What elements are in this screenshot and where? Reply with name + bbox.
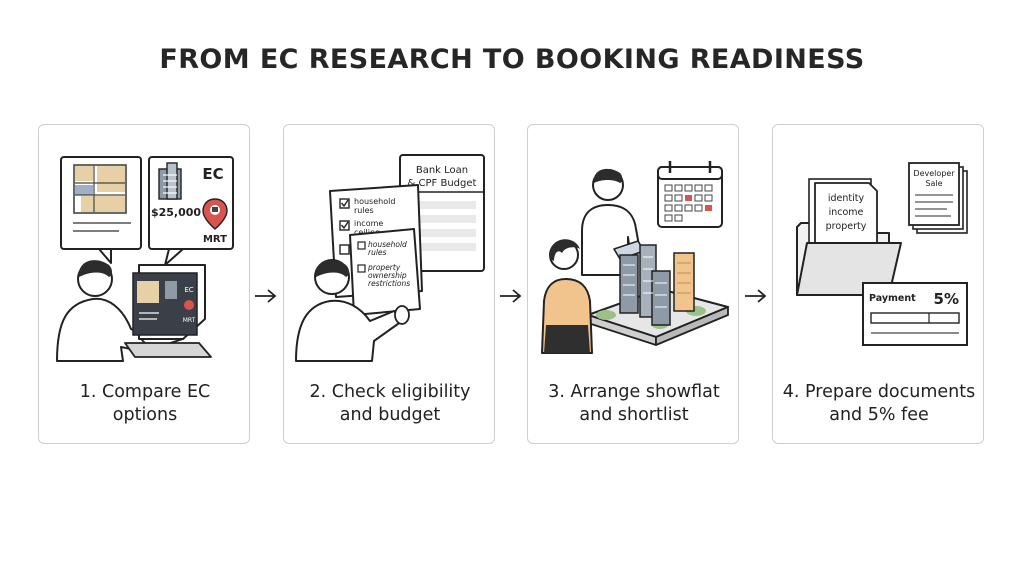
arrow-right-icon <box>255 289 277 303</box>
step-card-documents: Developer Sale identity income property … <box>772 124 984 444</box>
ec-heading: EC <box>202 165 223 183</box>
checklist-item-text: income <box>354 219 383 228</box>
restriction-text: household <box>368 240 407 249</box>
step-card-eligibility: Bank Loan & CPF Budget household rules i… <box>283 124 495 444</box>
step-label-3: 3. Arrange showflat and shortlist <box>528 381 740 427</box>
restriction-text: ownership <box>368 271 407 280</box>
showflat-illustration <box>541 161 729 354</box>
payment-percent-text: 5% <box>934 290 959 308</box>
step-label-line: 2. Check eligibility <box>309 382 471 402</box>
compare-illustration: EC $25,000 MRT EC MRT <box>56 156 234 362</box>
customer <box>541 239 593 354</box>
step-card-compare: EC $25,000 MRT EC MRT <box>38 124 250 444</box>
laptop-ec-text: EC <box>184 286 193 294</box>
building-icon <box>158 162 182 200</box>
developer-sale-docs: Developer Sale <box>908 162 968 234</box>
ec-info-bubble: EC $25,000 MRT <box>148 156 234 266</box>
step-label-line: and shortlist <box>579 405 689 425</box>
eligibility-illustration: Bank Loan & CPF Budget household rules i… <box>295 154 485 362</box>
restriction-text: rules <box>368 248 387 257</box>
step-label-4: 4. Prepare documents and 5% fee <box>773 381 985 427</box>
step-card-showflat: 3. Arrange showflat and shortlist <box>527 124 739 444</box>
step-label-line: and budget <box>339 405 441 425</box>
page-title: FROM EC RESEARCH TO BOOKING READINESS <box>159 44 865 75</box>
laptop-mrt-text: MRT <box>183 317 196 324</box>
step-label-line: 1. Compare EC <box>79 382 211 402</box>
cpf-budget-title: & CPF Budget <box>408 178 477 189</box>
step-label-2: 2. Check eligibility and budget <box>284 381 496 427</box>
location-pin-icon <box>202 198 228 230</box>
bank-loan-title: Bank Loan <box>416 165 468 176</box>
restriction-text: restrictions <box>368 279 410 288</box>
price-text: $25,000 <box>151 206 201 219</box>
arrow-right-icon <box>745 289 767 303</box>
sale-text: Sale <box>925 179 942 188</box>
payment-text: Payment <box>869 293 916 304</box>
person-laptop: EC MRT <box>56 260 212 362</box>
floorplan-bubble <box>60 156 142 264</box>
developer-text: Developer <box>913 169 955 178</box>
person-reading <box>295 259 410 362</box>
documents-illustration: Developer Sale identity income property … <box>796 162 968 346</box>
identity-text: identity <box>828 193 865 204</box>
step-label-line: 3. Arrange showflat <box>548 382 720 402</box>
mrt-text: MRT <box>203 234 227 245</box>
step-label-line: options <box>112 405 178 425</box>
step-label-1: 1. Compare EC options <box>39 381 251 427</box>
folder-icon: identity income property <box>796 178 902 296</box>
restrictions-sheet: household rules property ownership restr… <box>349 228 421 316</box>
income-text: income <box>829 207 864 218</box>
payment-card: Payment 5% <box>862 282 968 346</box>
arrow-right-icon <box>500 289 522 303</box>
calendar-icon <box>657 161 723 228</box>
condo-model <box>587 244 729 346</box>
step-label-line: and 5% fee <box>829 405 929 425</box>
property-text: property <box>826 221 867 232</box>
checklist-item-text: household <box>354 197 395 206</box>
step-label-line: 4. Prepare documents <box>782 382 976 402</box>
checklist-item-text: rules <box>354 206 374 215</box>
restriction-text: property <box>367 263 401 272</box>
